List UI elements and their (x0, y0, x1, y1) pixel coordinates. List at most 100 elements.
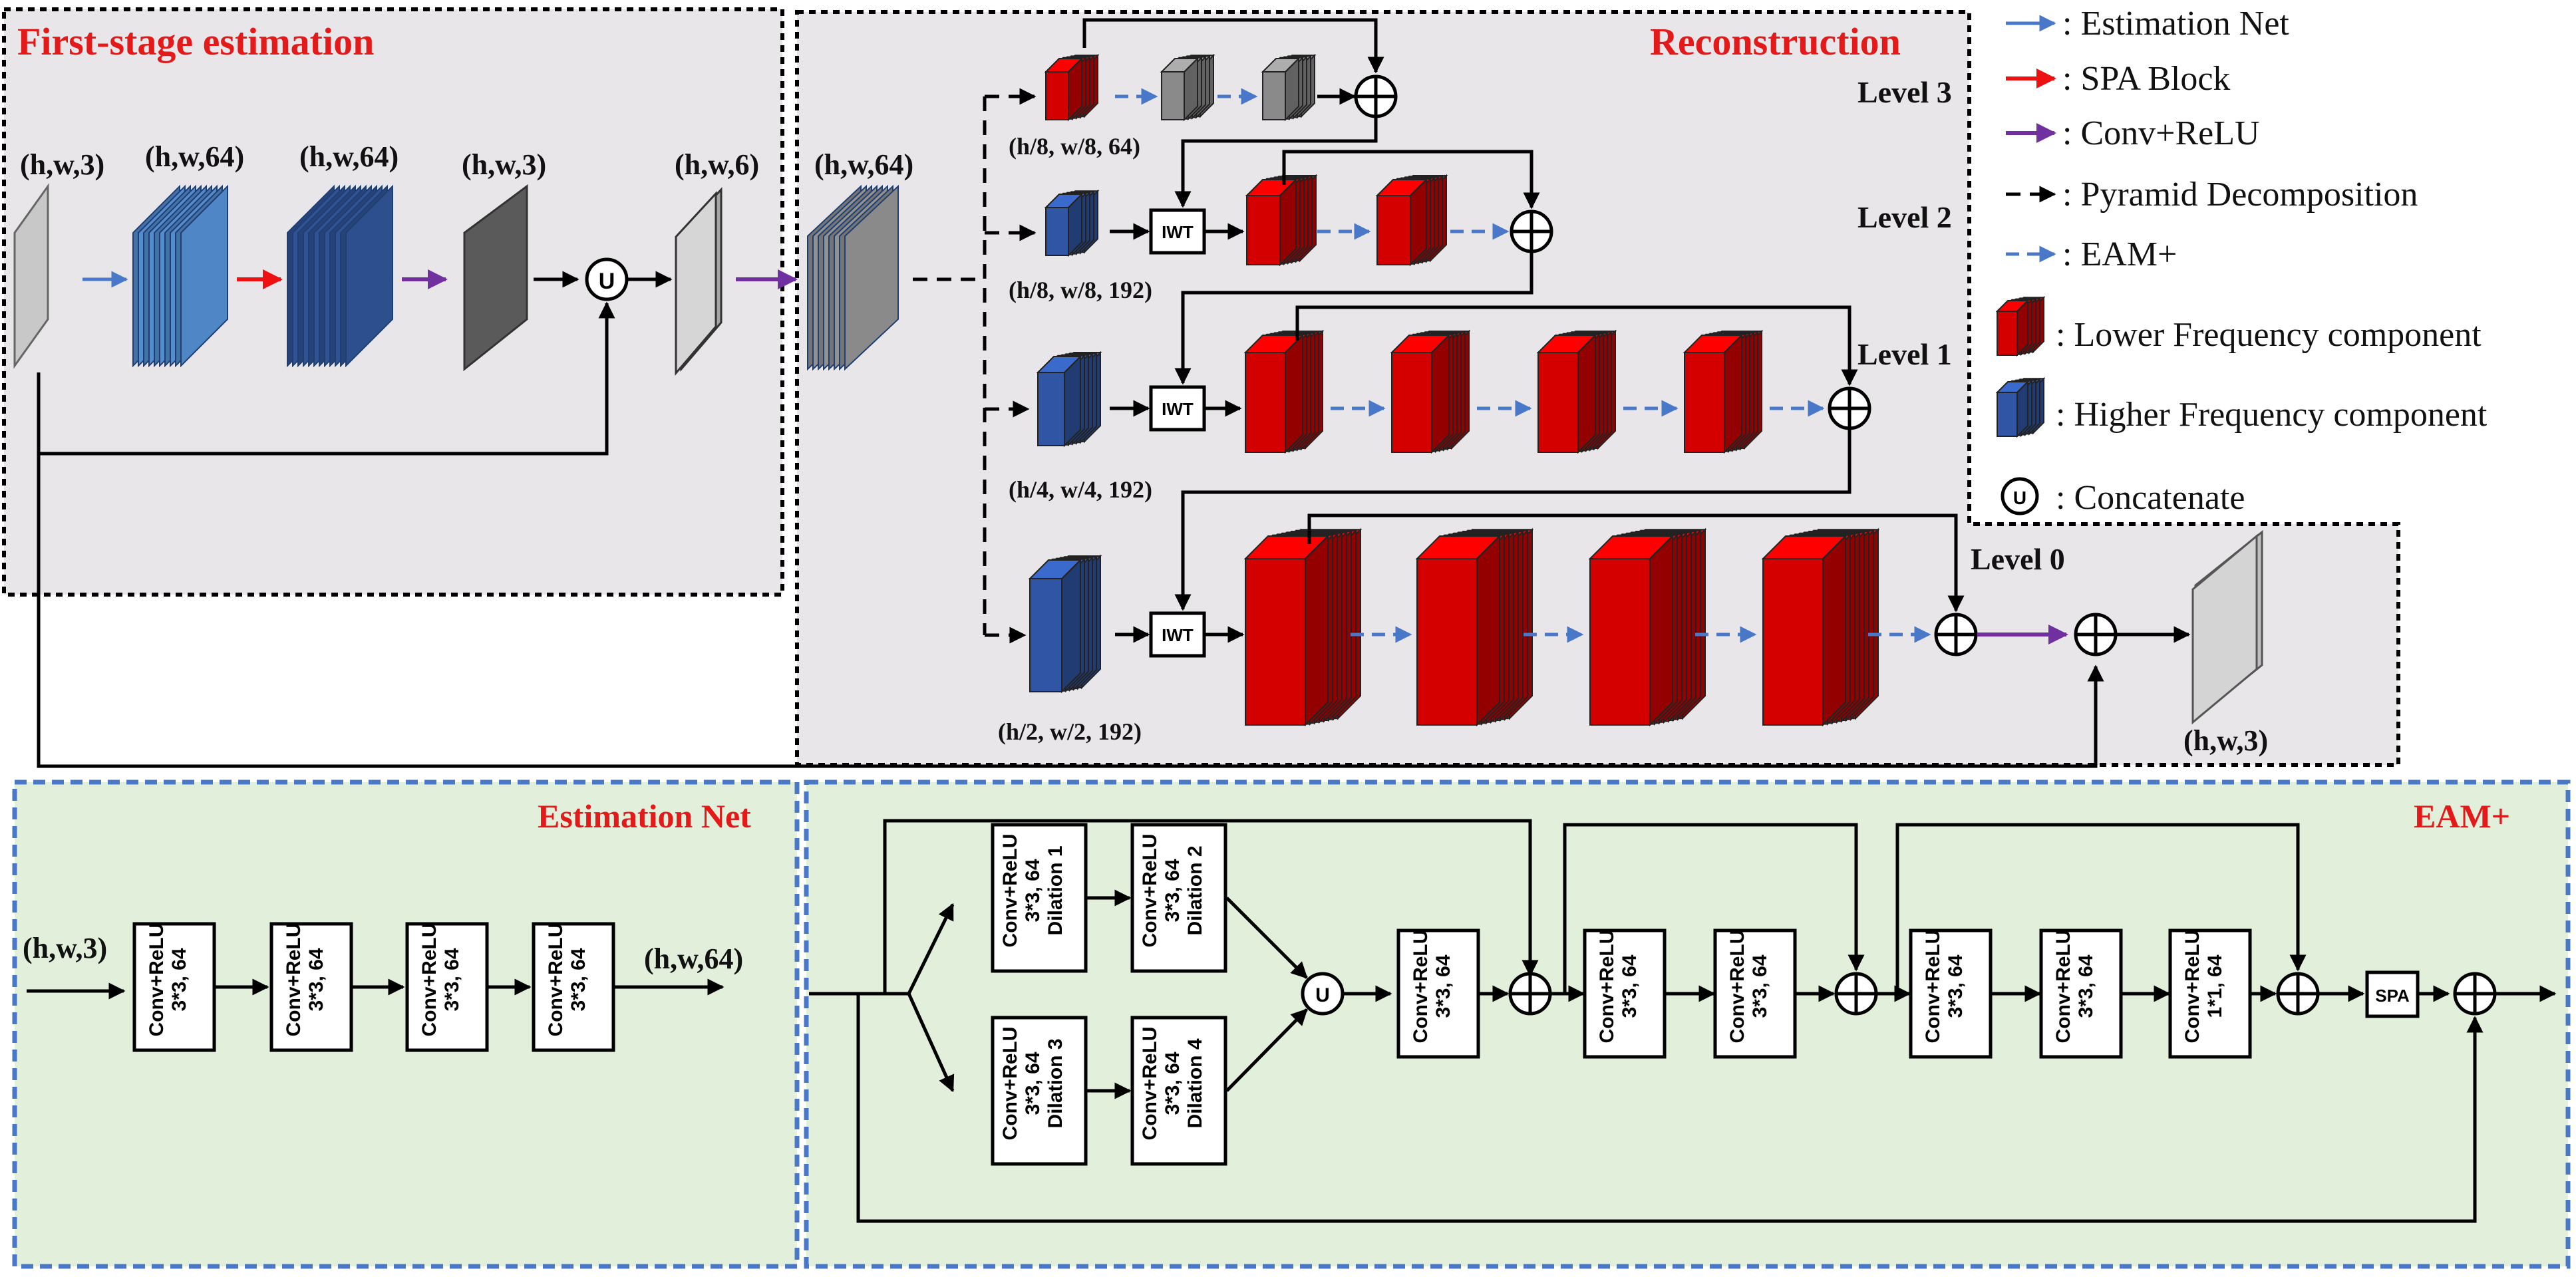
level-0-label: Level 0 (1971, 542, 2065, 576)
iwt-level-0: IWT (1149, 611, 1206, 658)
svg-text:Dilation 4: Dilation 4 (1184, 1038, 1206, 1128)
estimation-net-title: Estimation Net (538, 797, 751, 835)
svg-text:3*3, 64: 3*3, 64 (1749, 954, 1771, 1018)
l1-low-freq-stack-4 (1683, 329, 1764, 454)
level-1-chain (1174, 305, 1871, 611)
legend-blue-stack (1995, 376, 2046, 438)
l3-gray-stack-1 (1160, 53, 1215, 122)
feat-dim-label: (h,w,64) (814, 148, 913, 181)
svg-text:3*3, 64: 3*3, 64 (567, 948, 589, 1011)
input-image: (h,w,3) (13, 148, 104, 369)
level-0-chain (1307, 513, 2191, 656)
l0-low-freq-stack-3 (1588, 527, 1707, 727)
output-dim-label: (h,w,3) (2183, 724, 2268, 757)
reconstruction-title: Reconstruction (1650, 20, 1901, 63)
stack-c1 (132, 184, 228, 368)
svg-text:U: U (1315, 984, 1330, 1006)
svg-text:3*3, 64: 3*3, 64 (1022, 1052, 1044, 1115)
level-3-label: Level 3 (1857, 75, 1952, 109)
legend-red-stack-icon (1995, 295, 2046, 357)
first-stage-title: First-stage estimation (17, 20, 374, 63)
l3-gray-stack-2 (1261, 53, 1317, 122)
input-skip-connection (37, 301, 615, 456)
l1-low-freq-stack-2 (1390, 329, 1471, 454)
feature-stack-gray (807, 184, 899, 371)
eam-add-node-final (2453, 972, 2497, 1016)
est-output-label: (h,w,64) (644, 942, 743, 975)
svg-text:Conv+ReLU: Conv+ReLU (2052, 930, 2074, 1044)
reconstruction-stacks (1028, 53, 1880, 727)
legend-spa-block: : SPA Block (2062, 60, 2230, 98)
svg-text:3*3, 64: 3*3, 64 (1022, 859, 1044, 922)
svg-text:3*3, 64: 3*3, 64 (1619, 954, 1641, 1018)
l1-high-freq-stack (1036, 351, 1102, 448)
feature-stack-blue-dark (287, 184, 393, 368)
legend-red-stack (1995, 295, 2046, 357)
input-dim-label: (h,w,3) (20, 148, 104, 181)
eam-spa-block: SPA (2365, 970, 2420, 1018)
svg-text:Dilation 3: Dilation 3 (1045, 1038, 1066, 1128)
l0-low-freq-stack-2 (1415, 527, 1534, 727)
legend-low-freq: : Lower Frequency component (2056, 316, 2482, 354)
svg-text:IWT: IWT (1162, 625, 1194, 645)
svg-text:Conv+ReLU: Conv+ReLU (146, 923, 168, 1037)
svg-text:Conv+ReLU: Conv+ReLU (545, 923, 567, 1037)
concatenate-node: U (585, 257, 629, 301)
svg-text:Conv+ReLU: Conv+ReLU (1139, 834, 1161, 948)
svg-text:U: U (2013, 488, 2026, 508)
svg-text:Conv+ReLU: Conv+ReLU (1726, 930, 1748, 1044)
cat-dim-label: (h,w,6) (675, 148, 759, 181)
l0-dim-label: (h/2, w/2, 192) (998, 718, 1142, 745)
concat-output-stack: (h,w,6) (675, 148, 759, 376)
svg-text:Conv+ReLU: Conv+ReLU (1410, 930, 1432, 1044)
svg-text:3*3, 64: 3*3, 64 (1432, 954, 1454, 1018)
output-image (2191, 529, 2263, 725)
svg-text:Conv+ReLU: Conv+ReLU (999, 1027, 1021, 1141)
svg-text:3*3, 64: 3*3, 64 (2075, 954, 2097, 1018)
legend: : Estimation Net : SPA Block : Conv+ReLU… (1995, 5, 2488, 517)
legend-conv-relu: : Conv+ReLU (2062, 114, 2260, 152)
legend-blue-stack-icon (1995, 376, 2046, 438)
l0-low-freq-stack-1 (1243, 527, 1363, 727)
est-input-label: (h,w,3) (23, 932, 107, 964)
l1-low-freq-stack-1 (1243, 329, 1325, 454)
svg-text:Conv+ReLU: Conv+ReLU (1596, 930, 1618, 1044)
pyramid-decomposition (913, 88, 1037, 644)
l2-high-freq-stack (1044, 189, 1100, 257)
iwt-level-1: IWT (1149, 385, 1206, 432)
svg-text:Conv+ReLU: Conv+ReLU (2181, 930, 2203, 1044)
l2-low-freq-stack-1 (1245, 174, 1318, 267)
svg-text:3*3, 64: 3*3, 64 (1162, 1052, 1184, 1115)
svg-text:SPA: SPA (2375, 986, 2410, 1006)
eam-add-node-3 (2276, 972, 2320, 1016)
svg-text:Conv+ReLU: Conv+ReLU (1922, 930, 1944, 1044)
svg-text:1*1, 64: 1*1, 64 (2204, 954, 2226, 1018)
estimation-net-panel: Estimation Net (h,w,3) (h,w,64) Conv+ReL… (12, 780, 800, 1269)
svg-text:3*3, 64: 3*3, 64 (1945, 954, 1967, 1018)
c2-dim-label: (h,w,64) (299, 140, 399, 173)
legend-concat-icon (2001, 477, 2039, 515)
eam-title: EAM+ (2414, 797, 2510, 835)
svg-text:3*3, 64: 3*3, 64 (168, 948, 190, 1011)
svg-text:3*3, 64: 3*3, 64 (1162, 859, 1184, 922)
legend-pyramid: : Pyramid Decomposition (2062, 176, 2418, 213)
eam-add-node-1 (1508, 972, 1552, 1016)
svg-text:Conv+ReLU: Conv+ReLU (418, 923, 440, 1037)
svg-text:IWT: IWT (1162, 222, 1194, 242)
eam-concat-node (1301, 972, 1345, 1016)
level-2-chain (1174, 150, 1553, 385)
l3-dim-label: (h/8, w/8, 64) (1009, 133, 1140, 160)
c3-dim-label: (h,w,3) (462, 148, 546, 181)
l3-low-freq-stack (1044, 53, 1100, 122)
